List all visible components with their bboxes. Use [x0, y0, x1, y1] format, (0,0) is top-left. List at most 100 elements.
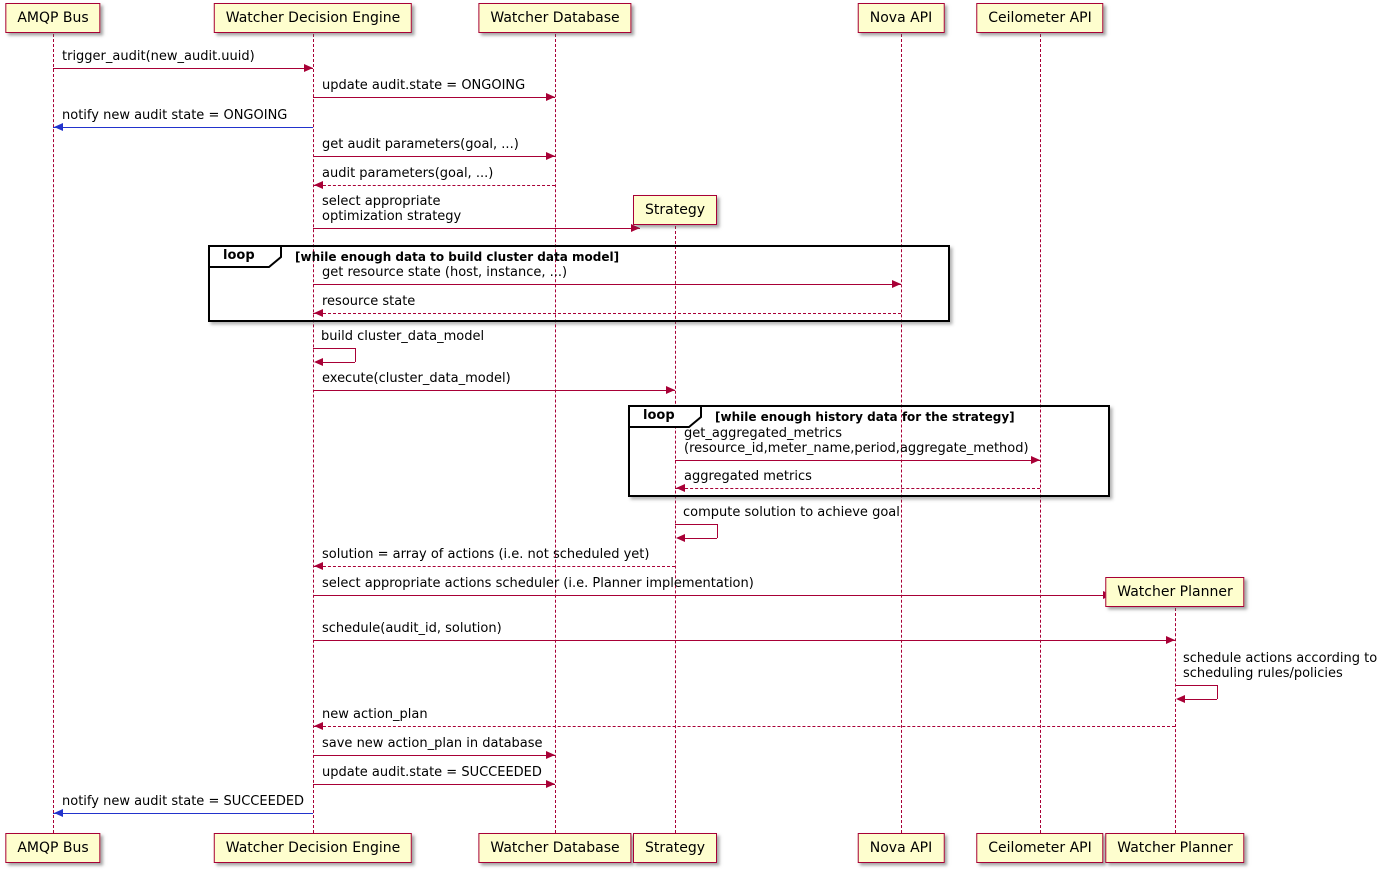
message-label-line: build cluster_data_model [321, 329, 485, 344]
message-line [53, 68, 313, 69]
participant-watcher-database-bottom: Watcher Database [478, 833, 632, 863]
message-label: notify new audit state = SUCCEEDED [62, 794, 304, 809]
message-label-line: get audit parameters(goal, ...) [322, 137, 519, 152]
self-message-top-line [313, 348, 355, 349]
participant-watcher-decision-engine: Watcher Decision Engine [213, 3, 413, 33]
participant-strategy-bottom: Strategy [633, 833, 717, 863]
message-line [313, 284, 901, 285]
message-label-line: update audit.state = SUCCEEDED [322, 765, 542, 780]
arrowhead-left-icon [54, 123, 63, 131]
message-line [313, 185, 555, 186]
message-label: resource state [322, 294, 415, 309]
message-label: get audit parameters(goal, ...) [322, 137, 519, 152]
arrowhead-right-icon [892, 280, 901, 288]
message-label-line: scheduling rules/policies [1183, 666, 1343, 681]
message-label-line: audit parameters(goal, ...) [322, 166, 494, 181]
message-line [313, 313, 901, 314]
message-label: new action_plan [322, 707, 428, 722]
message-line [313, 755, 555, 756]
message-line [313, 595, 1112, 596]
arrowhead-left-icon [676, 534, 685, 542]
message-label: get_aggregated_metrics(resource_id,meter… [684, 426, 1029, 456]
participant-nova-api-bottom: Nova API [857, 833, 945, 863]
message-label: compute solution to achieve goal [683, 505, 900, 520]
arrowhead-left-icon [314, 722, 323, 730]
message-line [313, 784, 555, 785]
self-message-right-line [717, 524, 718, 538]
message-label: build cluster_data_model [321, 329, 484, 344]
message-label-line: trigger_audit(new_audit.uuid) [62, 49, 255, 64]
message-line [313, 156, 555, 157]
message-label: notify new audit state = ONGOING [62, 108, 287, 123]
arrowhead-left-icon [314, 358, 323, 366]
message-line [313, 97, 555, 98]
message-line [313, 726, 1175, 727]
self-message-bottom-line [684, 538, 717, 539]
lifeline-amqp-bus [53, 34, 54, 833]
message-label-line: solution = array of actions (i.e. not sc… [322, 547, 650, 562]
message-label-line: new action_plan [322, 707, 428, 722]
message-label-line: execute(cluster_data_model) [322, 371, 511, 386]
lifeline-watcher-database [555, 34, 556, 833]
message-label-line: notify new audit state = SUCCEEDED [62, 794, 305, 809]
participant-watcher-decision-engine-bottom: Watcher Decision Engine [213, 833, 413, 863]
message-label-line: aggregated metrics [684, 469, 812, 484]
arrowhead-right-icon [546, 751, 555, 759]
loop-keyword: loop [643, 408, 675, 423]
loop-frame [208, 245, 950, 322]
message-label-line: schedule actions according to [1183, 651, 1378, 666]
message-label-line: select appropriate [322, 194, 441, 209]
message-label-line: notify new audit state = ONGOING [62, 108, 288, 123]
message-label: schedule(audit_id, solution) [322, 621, 502, 636]
message-label: update audit.state = ONGOING [322, 78, 525, 93]
self-message-top-line [675, 524, 717, 525]
message-line [675, 460, 1040, 461]
arrowhead-right-icon [546, 780, 555, 788]
message-line [313, 566, 675, 567]
message-label-line: compute solution to achieve goal [683, 505, 900, 520]
self-message-top-line [1175, 685, 1217, 686]
message-label-line: get resource state (host, instance, ...) [322, 265, 568, 280]
message-label: solution = array of actions (i.e. not sc… [322, 547, 649, 562]
lifeline-watcher-planner [1175, 608, 1176, 833]
arrowhead-left-icon [54, 809, 63, 817]
arrowhead-left-icon [676, 484, 685, 492]
participant-amqp-bus: AMQP Bus [5, 3, 101, 33]
arrowhead-left-icon [1176, 695, 1185, 703]
arrowhead-right-icon [546, 93, 555, 101]
arrowhead-right-icon [304, 64, 313, 72]
message-label: execute(cluster_data_model) [322, 371, 511, 386]
arrowhead-right-icon [546, 152, 555, 160]
message-label-line: (resource_id,meter_name,period,aggregate… [684, 441, 1029, 456]
self-message-right-line [355, 348, 356, 362]
participant-strategy: Strategy [633, 195, 717, 225]
loop-tab [208, 245, 282, 268]
message-line [313, 228, 640, 229]
message-label: audit parameters(goal, ...) [322, 166, 493, 181]
message-line [313, 390, 675, 391]
message-label: get resource state (host, instance, ...) [322, 265, 567, 280]
arrowhead-right-icon [1166, 636, 1175, 644]
message-label-line: select appropriate actions scheduler (i.… [322, 576, 754, 591]
message-label-line: get_aggregated_metrics [684, 426, 843, 441]
lifeline-nova-api [901, 34, 902, 833]
message-line [53, 813, 313, 814]
loop-condition: [while enough data to build cluster data… [295, 250, 620, 264]
loop-frame [628, 405, 1110, 497]
message-label: aggregated metrics [684, 469, 812, 484]
participant-watcher-planner: Watcher Planner [1105, 577, 1245, 607]
participant-watcher-planner-bottom: Watcher Planner [1105, 833, 1245, 863]
arrowhead-right-icon [631, 224, 640, 232]
arrowhead-left-icon [314, 562, 323, 570]
message-line [53, 127, 313, 128]
message-label-line: schedule(audit_id, solution) [322, 621, 502, 636]
participant-nova-api: Nova API [857, 3, 945, 33]
message-label: select appropriate actions scheduler (i.… [322, 576, 754, 591]
arrowhead-left-icon [314, 181, 323, 189]
message-label-line: save new action_plan in database [322, 736, 543, 751]
lifeline-strategy [675, 226, 676, 833]
message-line [675, 488, 1040, 489]
